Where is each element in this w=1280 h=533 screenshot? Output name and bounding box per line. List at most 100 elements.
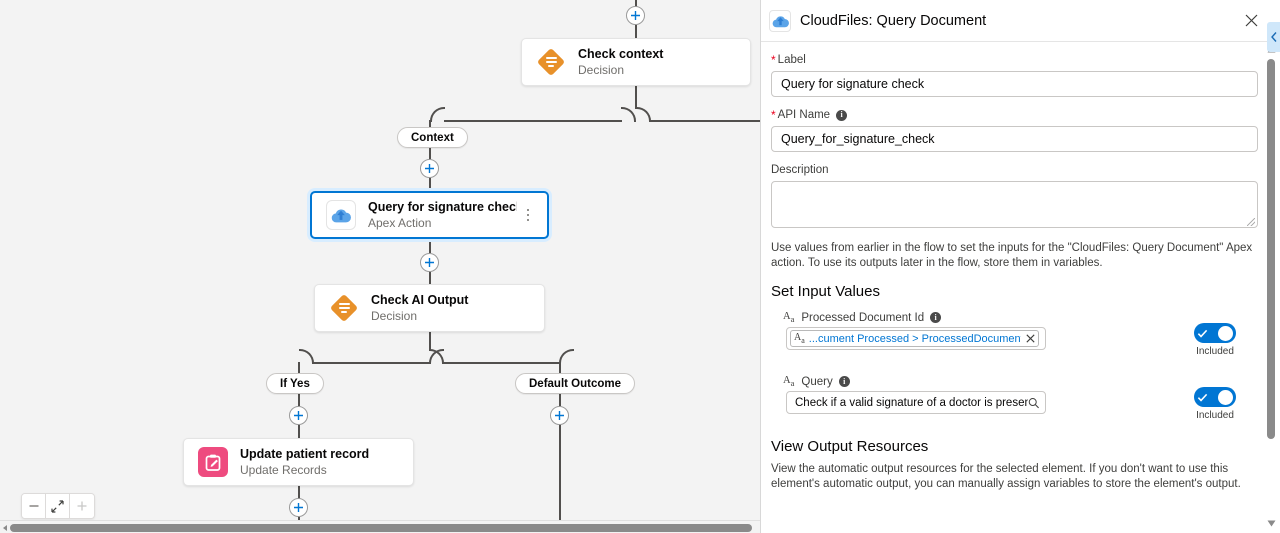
remove-chip-button[interactable] [1026,334,1035,343]
included-toggle[interactable] [1194,387,1236,407]
toggle-label: Included [1196,410,1234,421]
connector-segment [429,239,431,253]
plus-icon [294,411,303,420]
connector-segment [429,332,431,350]
connector-curve [430,107,445,122]
connector-segment [559,362,561,373]
zoom-fit-button[interactable] [46,494,70,518]
add-element-button-default-outcome[interactable] [550,406,569,425]
label-field-label: * Label [771,52,1258,68]
zoom-controls [21,493,95,519]
info-icon[interactable]: i [838,376,850,388]
plus-icon [425,258,434,267]
included-toggle[interactable] [1194,323,1236,343]
canvas-horizontal-scrollbar[interactable] [0,520,760,533]
flow-node-query-for-signature-check[interactable]: Query for signature check Apex Action [310,191,549,239]
check-icon [1197,329,1208,338]
plus-icon [77,501,87,511]
branch-label-text: If Yes [280,377,310,390]
branch-label-if-yes[interactable]: If Yes [266,373,324,394]
plus-icon [294,503,303,512]
input-value-main: Aa Processed Document Id i Aa ...cument … [771,311,1172,351]
view-output-resources-text: View the automatic output resources for … [771,463,1241,490]
description-field-group: Description [771,162,1258,228]
connector-segment [443,362,560,364]
info-icon[interactable]: i [930,312,942,324]
api-name-field-group: * API Name i Query_for_signature_check [771,107,1258,152]
add-element-button-context[interactable] [420,159,439,178]
label-input-value: Query for signature check [781,77,925,91]
api-name-input[interactable]: Query_for_signature_check [771,126,1258,152]
branch-label-default-outcome[interactable]: Default Outcome [515,373,636,394]
node-menu-button[interactable] [517,208,539,222]
close-icon [1245,14,1257,27]
api-name-field-label: * API Name i [771,107,1258,123]
text-type-icon: Aa [794,332,805,346]
flow-node-title: Query for signature check [368,199,517,214]
search-icon[interactable] [1028,397,1039,409]
connector-segment [298,425,300,438]
connector-segment [635,86,637,108]
toggle-label: Included [1196,346,1234,357]
scrollbar-thumb[interactable] [1267,59,1275,439]
flow-canvas-content: Check context Decision Context [183,0,760,523]
connector-curve [559,349,574,364]
flow-node-update-patient-record[interactable]: Update patient record Update Records [183,438,414,486]
add-element-button-if-yes[interactable] [289,406,308,425]
label-field-group: * Label Query for signature check [771,52,1258,97]
check-icon [1197,393,1208,402]
close-button[interactable] [1240,10,1262,32]
merge-field-chip[interactable]: Aa ...cument Processed > ProcessedDocume… [790,330,1039,348]
flow-node-check-context[interactable]: Check context Decision [521,38,751,86]
description-textarea[interactable] [771,181,1258,228]
panel-body: * Label Query for signature check * API … [761,42,1280,533]
connector-curve [635,107,651,122]
add-element-button-after-update[interactable] [289,498,308,517]
cloud-upload-glyph [772,15,789,27]
decision-diamond-icon [329,293,359,323]
connector-segment [298,486,300,499]
flow-node-subtitle: Update Records [240,462,327,477]
input-value-label: Processed Document Id [801,311,925,324]
panel-help-text: Use values from earlier in the flow to s… [771,242,1253,269]
plus-icon [631,11,640,20]
connector-segment [635,25,637,38]
input-value-label-row: Aa Query i [783,375,1172,388]
panel-header: CloudFiles: Query Document [761,0,1280,42]
flow-canvas[interactable]: Check context Decision Context [0,0,760,533]
zoom-out-button[interactable] [22,494,46,518]
connector-segment [650,120,760,122]
processed-document-id-combobox[interactable]: Aa ...cument Processed > ProcessedDocume… [786,327,1046,351]
add-element-button-top[interactable] [626,6,645,25]
element-properties-panel: CloudFiles: Query Document * Label Query… [760,0,1280,533]
flow-node-check-ai-output[interactable]: Check AI Output Decision [314,284,545,332]
caret-left-icon[interactable] [1,524,9,532]
required-asterisk: * [771,53,776,67]
resize-handle-icon[interactable] [1247,218,1255,226]
field-label-text: API Name [777,109,831,121]
branch-label-context[interactable]: Context [397,127,468,148]
connector-segment [313,362,430,364]
info-icon[interactable]: i [836,109,848,121]
label-input[interactable]: Query for signature check [771,71,1258,97]
required-asterisk: * [771,108,776,122]
close-icon [1026,334,1035,343]
connector-segment [298,362,300,373]
caret-down-icon[interactable] [1267,520,1276,527]
field-label-text: Description [771,164,829,176]
connector-segment [559,394,561,406]
flow-node-title: Check AI Output [371,292,469,307]
input-value-label-row: Aa Processed Document Id i [783,311,1172,324]
query-input[interactable]: Check if a valid signature of a doctor i… [786,391,1046,415]
add-element-button-after-query[interactable] [420,253,439,272]
panel-scrollbar[interactable] [1264,46,1278,527]
zoom-in-button[interactable] [70,494,94,518]
cloud-upload-icon [326,200,356,230]
toggle-knob [1218,389,1233,405]
api-name-input-value: Query_for_signature_check [781,132,935,146]
flow-node-subtitle: Decision [578,62,625,77]
connector-segment [298,394,300,406]
scrollbar-thumb[interactable] [10,524,752,532]
collapse-panel-button[interactable] [1267,22,1280,52]
